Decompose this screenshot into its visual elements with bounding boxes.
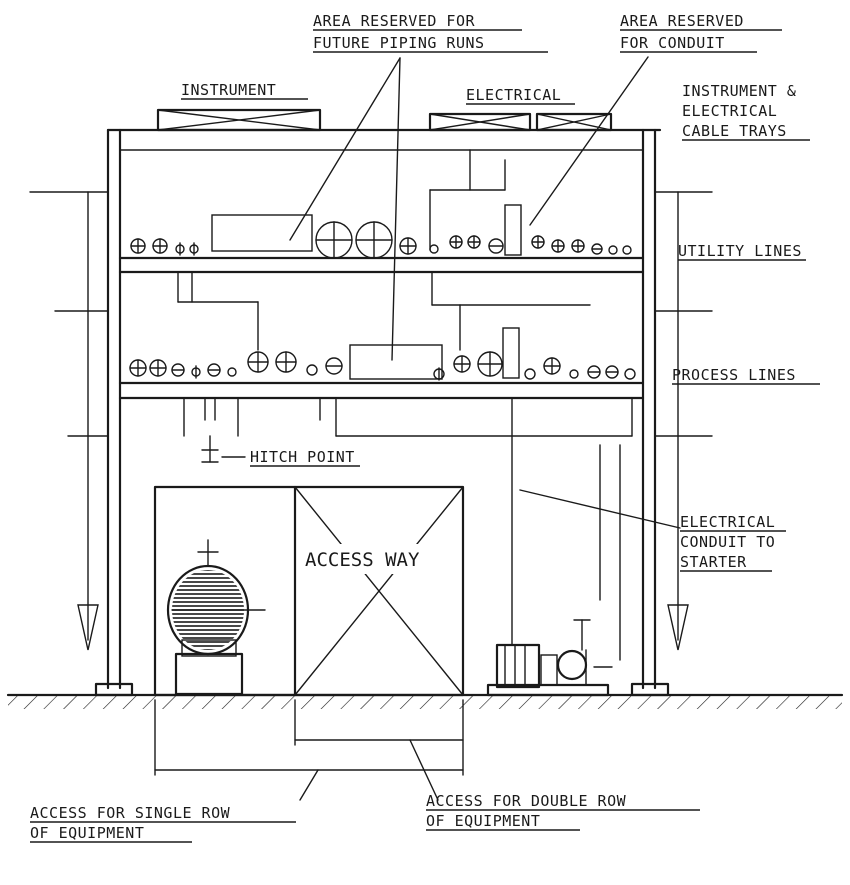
label-conduit-area: AREA RESERVED FOR CONDUIT [620,12,782,53]
label-utility-lines-text: UTILITY LINES [678,242,802,260]
label-access-way: ACCESS WAY [305,549,420,571]
label-double-row-line2: OF EQUIPMENT [426,812,540,830]
label-future-piping-line2: FUTURE PIPING RUNS [313,34,485,52]
label-access-way-text: ACCESS WAY [305,549,420,571]
electrical-cable-tray [428,112,613,132]
top-beam [106,128,662,151]
reserved-area-future-piping-lower [349,344,443,380]
label-conduit-starter-line1: ELECTRICAL [680,513,775,531]
plumb-bob-right [667,604,689,651]
rack-column-left [94,128,134,697]
rack-drops [177,149,633,437]
hitch-point-symbol [201,435,246,463]
pump-motor-equipment [486,619,613,697]
leader-lines [289,56,681,801]
label-conduit-area-line1: AREA RESERVED [620,12,744,30]
label-process-lines: PROCESS LINES [672,366,820,385]
plumb-bob-left [77,604,99,651]
label-single-row: ACCESS FOR SINGLE ROW OF EQUIPMENT [30,804,296,843]
access-dimension-lines [154,699,464,776]
outer-lines [29,191,713,641]
label-single-row-line1: ACCESS FOR SINGLE ROW [30,804,231,822]
label-hitch-point: HITCH POINT [250,448,360,467]
label-future-piping-line1: AREA RESERVED FOR [313,12,475,30]
label-cable-trays-line2: ELECTRICAL [682,102,777,120]
ground-line [6,693,844,709]
utility-lines-pipes [130,221,632,259]
reserved-area-future-piping-upper [211,214,313,252]
label-electrical: ELECTRICAL [466,86,575,105]
label-hitch-point-text: HITCH POINT [250,448,355,466]
label-cable-trays: INSTRUMENT & ELECTRICAL CABLE TRAYS [682,82,810,141]
utility-beam [118,256,645,274]
process-beam [118,381,645,400]
label-process-lines-text: PROCESS LINES [672,366,796,384]
label-single-row-line2: OF EQUIPMENT [30,824,144,842]
reserved-area-conduit-lower [502,327,520,379]
label-conduit-area-line2: FOR CONDUIT [620,34,725,52]
process-lines-pipes [129,351,636,381]
label-electrical-text: ELECTRICAL [466,86,561,104]
horizontal-vessel-equipment [166,539,266,696]
label-conduit-starter: ELECTRICAL CONDUIT TO STARTER [680,513,786,572]
label-double-row: ACCESS FOR DOUBLE ROW OF EQUIPMENT [426,792,700,831]
label-cable-trays-line1: INSTRUMENT & [682,82,796,100]
label-instrument-text: INSTRUMENT [181,81,276,99]
label-cable-trays-line3: CABLE TRAYS [682,122,787,140]
label-instrument: INSTRUMENT [181,81,308,100]
label-future-piping: AREA RESERVED FOR FUTURE PIPING RUNS [313,12,548,53]
access-way-frame [153,485,465,697]
reserved-area-conduit-upper [504,204,522,256]
rack-column-right [630,128,670,697]
label-conduit-starter-line3: STARTER [680,553,747,571]
instrument-cable-tray [156,108,322,132]
label-conduit-starter-line2: CONDUIT TO [680,533,775,551]
label-double-row-line1: ACCESS FOR DOUBLE ROW [426,792,627,810]
electrical-conduit-line [511,397,621,661]
label-utility-lines: UTILITY LINES [678,242,806,261]
